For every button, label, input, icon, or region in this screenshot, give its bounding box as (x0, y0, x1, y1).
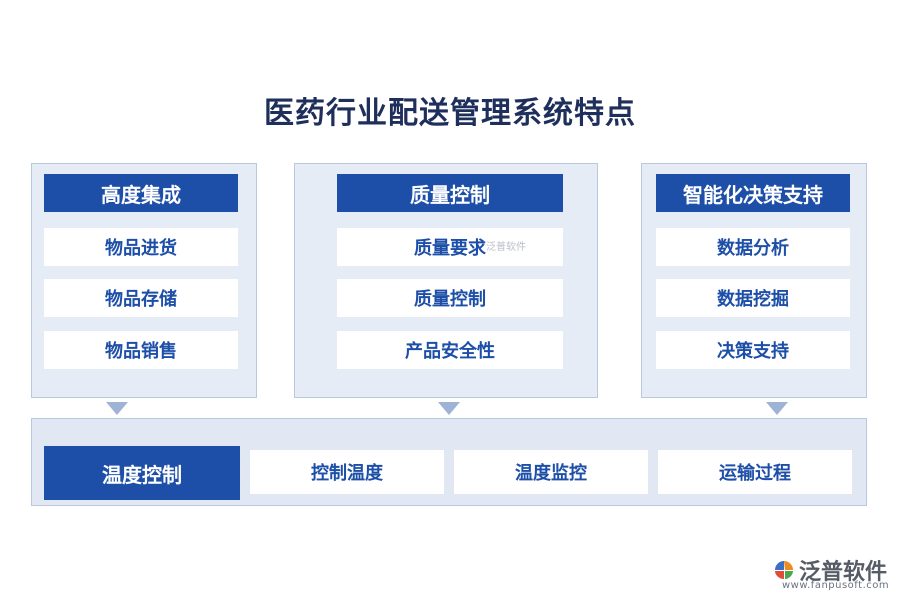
feature-item: 温度监控 (454, 450, 648, 494)
feature-item: 质量要求 (337, 228, 563, 266)
logo-icon (775, 561, 793, 579)
feature-item: 运输过程 (658, 450, 852, 494)
down-arrow-icon (438, 402, 460, 415)
feature-item: 物品销售 (44, 331, 238, 369)
logo-name: 泛普软件 (799, 560, 888, 585)
panel-high-integration: 高度集成 物品进货 物品存储 物品销售 (31, 163, 257, 398)
down-arrow-icon (106, 402, 128, 415)
temperature-control-section: 温度控制 控制温度 温度监控 运输过程 (31, 418, 867, 506)
panel-header: 智能化决策支持 (656, 174, 850, 212)
panel-quality-control: 质量控制 质量要求 质量控制 产品安全性 (294, 163, 598, 398)
panel-header: 高度集成 (44, 174, 238, 212)
feature-item: 决策支持 (656, 331, 850, 369)
brand-logo: 泛普软件 (773, 554, 887, 586)
feature-item: 物品进货 (44, 228, 238, 266)
feature-item: 物品存储 (44, 279, 238, 317)
feature-item: 数据分析 (656, 228, 850, 266)
feature-item: 数据挖掘 (656, 279, 850, 317)
logo-url: www.fanpusoft.com (782, 580, 890, 591)
down-arrow-icon (766, 402, 788, 415)
feature-item: 控制温度 (250, 450, 444, 494)
feature-item: 质量控制 (337, 279, 563, 317)
feature-item: 产品安全性 (337, 331, 563, 369)
section-header: 温度控制 (44, 446, 240, 500)
page-title: 医药行业配送管理系统特点 (264, 96, 636, 131)
panel-header: 质量控制 (337, 174, 563, 212)
panel-decision-support: 智能化决策支持 数据分析 数据挖掘 决策支持 (641, 163, 867, 398)
watermark: 泛普软件 (486, 242, 526, 253)
